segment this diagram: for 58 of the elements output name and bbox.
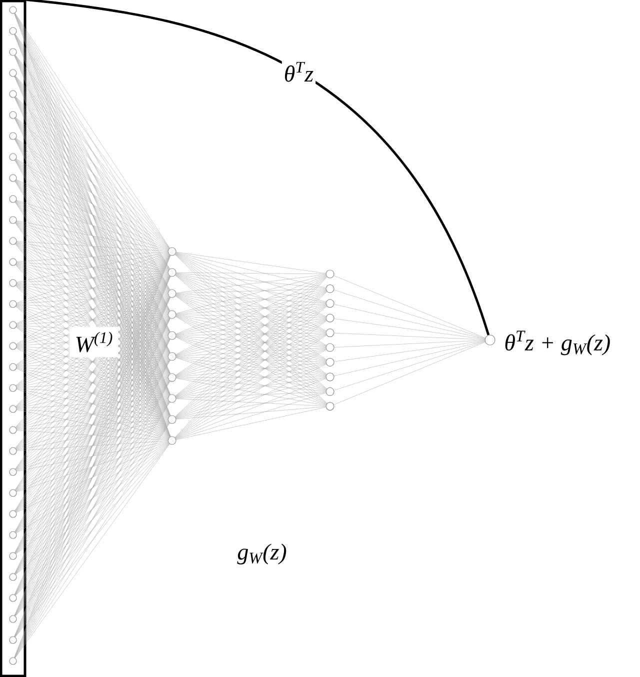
neuron-circle: [168, 436, 176, 445]
neuron-circle: [9, 300, 17, 308]
neuron-circle: [326, 299, 334, 308]
curved-line: [26, 0, 490, 336]
neuron-circle: [168, 415, 176, 424]
input-frame: [0, 0, 26, 677]
neuron-circle: [9, 384, 17, 392]
neuron-circle: [326, 372, 334, 382]
neuron-circle: [326, 270, 334, 278]
neuron-circle: [9, 573, 17, 581]
neuron-circle: [9, 531, 17, 539]
neuron-circle: [168, 310, 176, 319]
neuron-circle: [9, 6, 17, 14]
neuron-circle: [326, 314, 334, 322]
neuron-circle: [168, 331, 176, 340]
neuron-circle: [9, 216, 17, 224]
neuron-circle: [9, 132, 17, 140]
neuron-circle: [9, 510, 17, 518]
neuron-circle: [326, 358, 334, 366]
neuron-circle: [9, 636, 17, 644]
neuron-circle: [9, 321, 17, 329]
formula-label: θ$^{T}$z + g$_{W}$(z): [505, 330, 610, 356]
neuron-circle: [168, 247, 176, 256]
neuron-circle: [168, 289, 176, 298]
neuron-circle: [9, 363, 17, 371]
neuron-circle: [9, 489, 17, 497]
neuron-circle: [9, 69, 17, 77]
neuron-circle: [9, 111, 17, 119]
neuron-circle: [326, 387, 334, 396]
neuron-circle: [9, 405, 17, 413]
neuron-circle: [168, 394, 176, 403]
formula-label: W$^{(1)}$: [70, 326, 118, 358]
neuron-circle: [9, 27, 17, 35]
neuron-circle: [326, 284, 334, 293]
neuron-circle: [9, 195, 17, 203]
neuron-circle: [9, 552, 17, 560]
neuron-circle: [9, 48, 17, 56]
neuron-circle: [168, 352, 176, 361]
neuron-circle: [9, 279, 17, 287]
neuron-circle: [9, 447, 17, 455]
neuron-circle: [326, 402, 334, 411]
edge-label: θ$^{T}$z: [282, 60, 316, 84]
neuron-circle: [9, 594, 17, 602]
neuron-circle: [168, 373, 176, 382]
neuron-circle: [9, 258, 17, 266]
neuron-circle: [326, 328, 334, 338]
neuron-circle: [9, 657, 17, 665]
neuron-circle: [9, 153, 17, 161]
formula-label: g$_{W}$(z): [237, 544, 286, 564]
neuron-circle: [9, 468, 17, 476]
neuron-circle: [9, 237, 17, 245]
neuron-circle: [9, 174, 17, 182]
neuron-circle: [9, 90, 17, 98]
neuron-circle: [9, 426, 17, 434]
neuron-circle: [326, 343, 334, 352]
neuron-circle: [9, 342, 17, 350]
neuron-circle: [9, 615, 17, 623]
neuron-circle: [168, 268, 176, 277]
